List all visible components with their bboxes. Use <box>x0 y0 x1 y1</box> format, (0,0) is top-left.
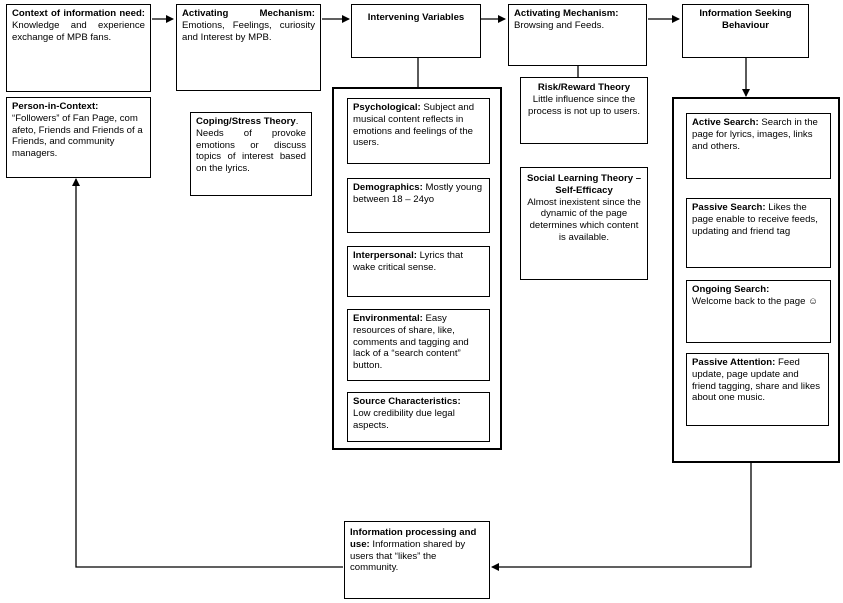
info-seeking-title-box: Information Seeking Behaviour <box>682 4 809 58</box>
risk-reward-body: Little influence since the process is no… <box>528 93 640 117</box>
variable-psychological-title: Psychological: <box>353 102 421 113</box>
seeking-active-search-body: Search in the page for lyrics, images, l… <box>692 117 818 152</box>
info-processing-body: Information shared by users that “likes”… <box>350 538 466 574</box>
seeking-passive-attention-body: Feed update, page update and friend tagg… <box>692 357 820 404</box>
seeking-passive-search: Passive Search: Likes the page enable to… <box>686 198 831 268</box>
seeking-passive-search-body: Likes the page enable to receive feeds, … <box>692 202 818 237</box>
coping-stress-body: Needs of provoke emotions or discuss top… <box>196 127 306 175</box>
variable-environmental: Environmental: Easy resources of share, … <box>347 309 490 381</box>
coping-stress-box: Coping/Stress Theory. Needs of provoke e… <box>190 112 312 196</box>
seeking-ongoing-search: Ongoing Search: Welcome back to the page… <box>686 280 831 343</box>
activating-mechanism-1-box: Activating Mechanism: Emotions, Feelings… <box>176 4 321 91</box>
seeking-passive-attention-title: Passive Attention: <box>692 357 776 368</box>
activating-mechanism-2-body: Browsing and Feeds. <box>514 19 605 31</box>
variable-interpersonal-body: Lyrics that wake critical sense. <box>353 250 464 273</box>
info-processing-box: Information processing and use: Informat… <box>344 521 490 599</box>
activating-mechanism-2-box: Activating Mechanism: Browsing and Feeds… <box>508 4 647 66</box>
context-box: Context of information need: Knowledge a… <box>6 4 151 92</box>
activating-mechanism-1-body: Emotions, Feelings, curiosity and Intere… <box>182 19 315 43</box>
variable-source-characteristics-title: Source Characteristics: <box>353 396 461 407</box>
person-in-context-title: Person-in-Context: <box>12 101 99 112</box>
info-processing-title: Information processing and use: <box>350 527 477 550</box>
social-learning-box: Social Learning Theory – Self-Efficacy A… <box>520 167 648 280</box>
risk-reward-box: Risk/Reward Theory Little influence sinc… <box>520 77 648 144</box>
variable-interpersonal-title: Interpersonal: <box>353 250 417 261</box>
intervening-variables-title-box: Intervening Variables <box>351 4 481 58</box>
person-in-context-box: Person-in-Context: “Followers” of Fan Pa… <box>6 97 151 178</box>
variable-source-characteristics-body: Low credibility due legal aspects. <box>353 407 455 431</box>
person-in-context-body: “Followers” of Fan Page, com afeto, Frie… <box>12 112 143 160</box>
seeking-active-search: Active Search: Search in the page for ly… <box>686 113 831 179</box>
arrow-behaviour-to-processing <box>491 463 752 571</box>
coping-stress-title: Coping/Stress Theory <box>196 116 296 127</box>
variable-source-characteristics: Source Characteristics: Low credibility … <box>347 392 490 442</box>
risk-reward-title: Risk/Reward Theory <box>537 82 631 93</box>
seeking-passive-attention: Passive Attention: Feed update, page upd… <box>686 353 829 426</box>
context-title: Context of information need: <box>12 8 145 19</box>
seeking-ongoing-search-title: Ongoing Search: <box>692 284 770 295</box>
activating-mechanism-2-title: Activating Mechanism: <box>514 8 619 19</box>
variable-interpersonal: Interpersonal: Lyrics that wake critical… <box>347 246 490 297</box>
seeking-ongoing-search-body: Welcome back to the page ☺ <box>692 295 818 307</box>
variable-demographics-title: Demographics: <box>353 182 423 193</box>
variable-psychological-body: Subject and musical content reflects in … <box>353 102 475 149</box>
seeking-passive-search-title: Passive Search: <box>692 202 766 213</box>
variable-environmental-title: Environmental: <box>353 313 423 324</box>
intervening-variables-title: Intervening Variables <box>367 12 465 23</box>
variable-demographics: Demographics: Mostly young between 18 – … <box>347 178 490 233</box>
context-body: Knowledge and experience exchange of MPB… <box>12 19 145 43</box>
social-learning-title: Social Learning Theory – Self-Efficacy <box>526 173 642 196</box>
arrow-processing-to-person <box>72 178 343 568</box>
info-seeking-title: Information Seeking Behaviour <box>699 8 792 31</box>
coping-stress-title-suffix: . <box>295 116 299 127</box>
social-learning-body: Almost inexistent since the dynamic of t… <box>527 196 641 243</box>
seeking-active-search-title: Active Search: <box>692 117 759 128</box>
variable-environmental-body: Easy resources of share, like, comments … <box>353 313 469 372</box>
variable-psychological: Psychological: Subject and musical conte… <box>347 98 490 164</box>
coping-stress-heading: Coping/Stress Theory. <box>196 116 306 128</box>
activating-mechanism-1-title: Activating Mechanism: <box>182 8 315 19</box>
variable-demographics-body: Mostly young between 18 – 24yo <box>353 182 483 205</box>
